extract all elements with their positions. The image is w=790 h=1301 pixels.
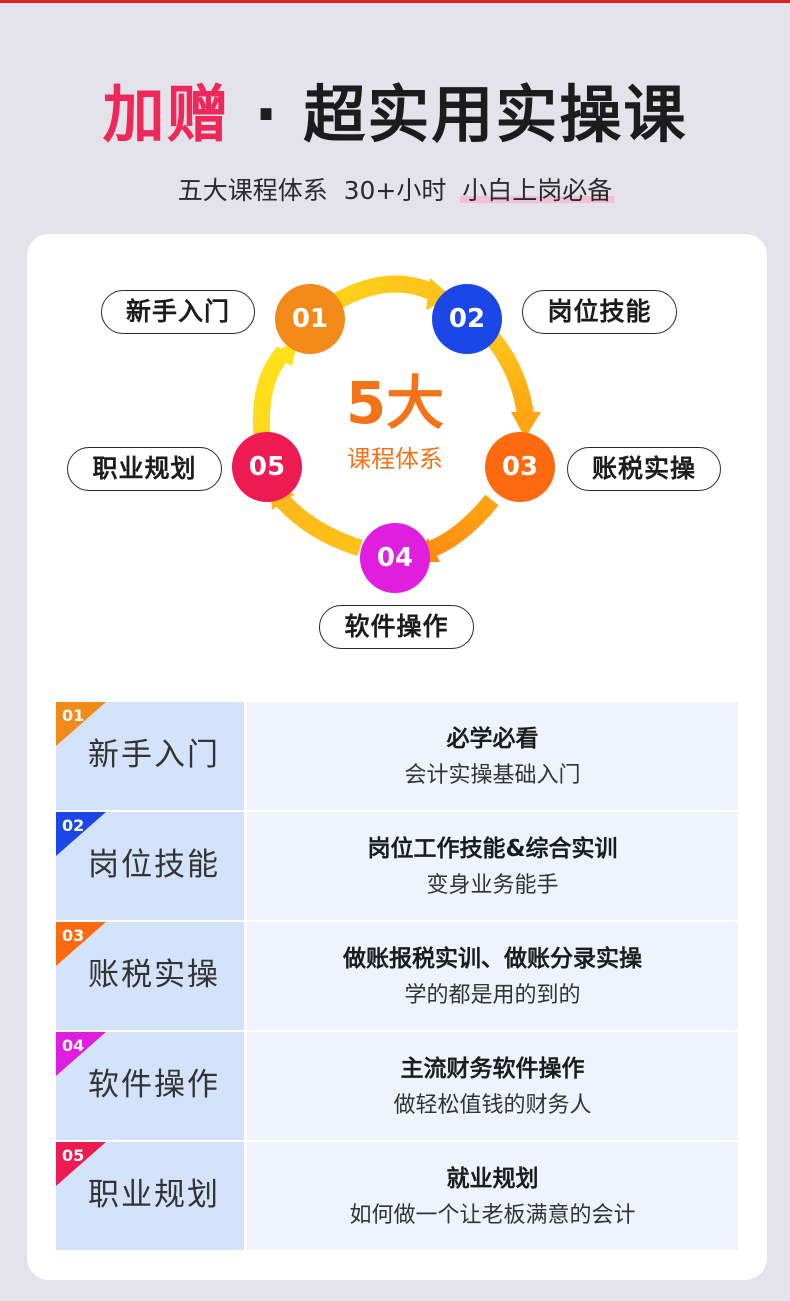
- arrowhead-02-to-03: [511, 412, 541, 438]
- row-title: 做账报税实训、做账分录实操: [343, 946, 642, 972]
- step-05-pill: 职业规划: [67, 447, 222, 491]
- step-04-circle: 04: [360, 523, 430, 593]
- title-rest: · 超实用实操课: [230, 78, 688, 151]
- table-row: 04 软件操作 主流财务软件操作 做轻松值钱的财务人: [56, 1032, 738, 1140]
- row-name: 账税实操: [88, 957, 220, 993]
- row-name: 职业规划: [88, 1177, 220, 1213]
- row-detail-cell: 就业规划 如何做一个让老板满意的会计: [247, 1142, 738, 1250]
- center-number: 5大: [345, 369, 445, 437]
- row-description: 变身业务能手: [426, 873, 559, 898]
- row-description: 学的都是用的到的: [404, 983, 581, 1008]
- top-accent-line: [0, 0, 790, 3]
- subtitle-underlined: 小白上岗必备: [462, 176, 613, 205]
- number-corner-badge: [56, 1032, 106, 1076]
- arrow-03-to-04: [421, 494, 499, 561]
- row-number: 05: [62, 1146, 85, 1165]
- table-row: 02 岗位技能 岗位工作技能&综合实训 变身业务能手: [56, 812, 738, 920]
- row-name: 岗位技能: [88, 847, 220, 883]
- center-label: 课程体系: [347, 445, 443, 473]
- row-name: 软件操作: [88, 1067, 220, 1103]
- step-03-circle: 03: [485, 432, 555, 502]
- row-title: 岗位工作技能&综合实训: [367, 836, 618, 862]
- number-corner-badge: [56, 922, 106, 966]
- row-detail-cell: 必学必看 会计实操基础入门: [247, 702, 738, 810]
- step-02-circle: 02: [432, 284, 502, 354]
- step-04-pill: 软件操作: [319, 605, 474, 649]
- subtitle-prefix: 五大课程体系 30+小时: [177, 176, 463, 205]
- row-title: 主流财务软件操作: [400, 1056, 585, 1082]
- row-number: 02: [62, 816, 85, 835]
- row-label-cell: 04 软件操作: [56, 1032, 244, 1140]
- cycle-arrows-diagram: [253, 275, 541, 562]
- step-01-circle: 01: [275, 284, 345, 354]
- row-title: 就业规划: [446, 1166, 539, 1192]
- row-number: 03: [62, 926, 85, 945]
- page-subtitle: 五大课程体系 30+小时 小白上岗必备: [0, 172, 790, 210]
- row-detail-cell: 主流财务软件操作 做轻松值钱的财务人: [247, 1032, 738, 1140]
- row-label-cell: 03 账税实操: [56, 922, 244, 1030]
- row-label-cell: 01 新手入门: [56, 702, 244, 810]
- arrow-04-to-05: [275, 494, 363, 557]
- arrow-05-to-01: [253, 346, 291, 435]
- number-corner-badge: [56, 702, 106, 746]
- step-05-circle: 05: [232, 432, 302, 502]
- row-number: 01: [62, 706, 85, 725]
- step-01-pill: 新手入门: [101, 290, 255, 334]
- table-row: 05 职业规划 就业规划 如何做一个让老板满意的会计: [56, 1142, 738, 1250]
- row-description: 会计实操基础入门: [404, 763, 581, 788]
- row-number: 04: [62, 1036, 85, 1055]
- arrow-01-to-02: [331, 275, 436, 310]
- number-corner-badge: [56, 1142, 106, 1186]
- row-name: 新手入门: [88, 737, 220, 773]
- row-label-cell: 02 岗位技能: [56, 812, 244, 920]
- arrowhead-01-to-02: [426, 278, 452, 310]
- title-highlight: 加赠: [102, 78, 231, 151]
- number-corner-badge: [56, 812, 106, 856]
- table-row: 03 账税实操 做账报税实训、做账分录实操 学的都是用的到的: [56, 922, 738, 1030]
- step-02-pill: 岗位技能: [522, 290, 677, 334]
- course-table: 01 新手入门 必学必看 会计实操基础入门 02 岗位技能 岗位工作技能&综合实…: [56, 702, 738, 1252]
- row-description: 做轻松值钱的财务人: [393, 1093, 592, 1118]
- row-detail-cell: 岗位工作技能&综合实训 变身业务能手: [247, 812, 738, 920]
- step-03-pill: 账税实操: [567, 447, 721, 491]
- arrow-02-to-03: [483, 329, 535, 420]
- table-row: 01 新手入门 必学必看 会计实操基础入门: [56, 702, 738, 810]
- row-title: 必学必看: [446, 726, 539, 752]
- row-label-cell: 05 职业规划: [56, 1142, 244, 1250]
- page-title: 加赠 · 超实用实操课: [0, 78, 790, 152]
- row-description: 如何做一个让老板满意的会计: [349, 1203, 636, 1228]
- row-detail-cell: 做账报税实训、做账分录实操 学的都是用的到的: [247, 922, 738, 1030]
